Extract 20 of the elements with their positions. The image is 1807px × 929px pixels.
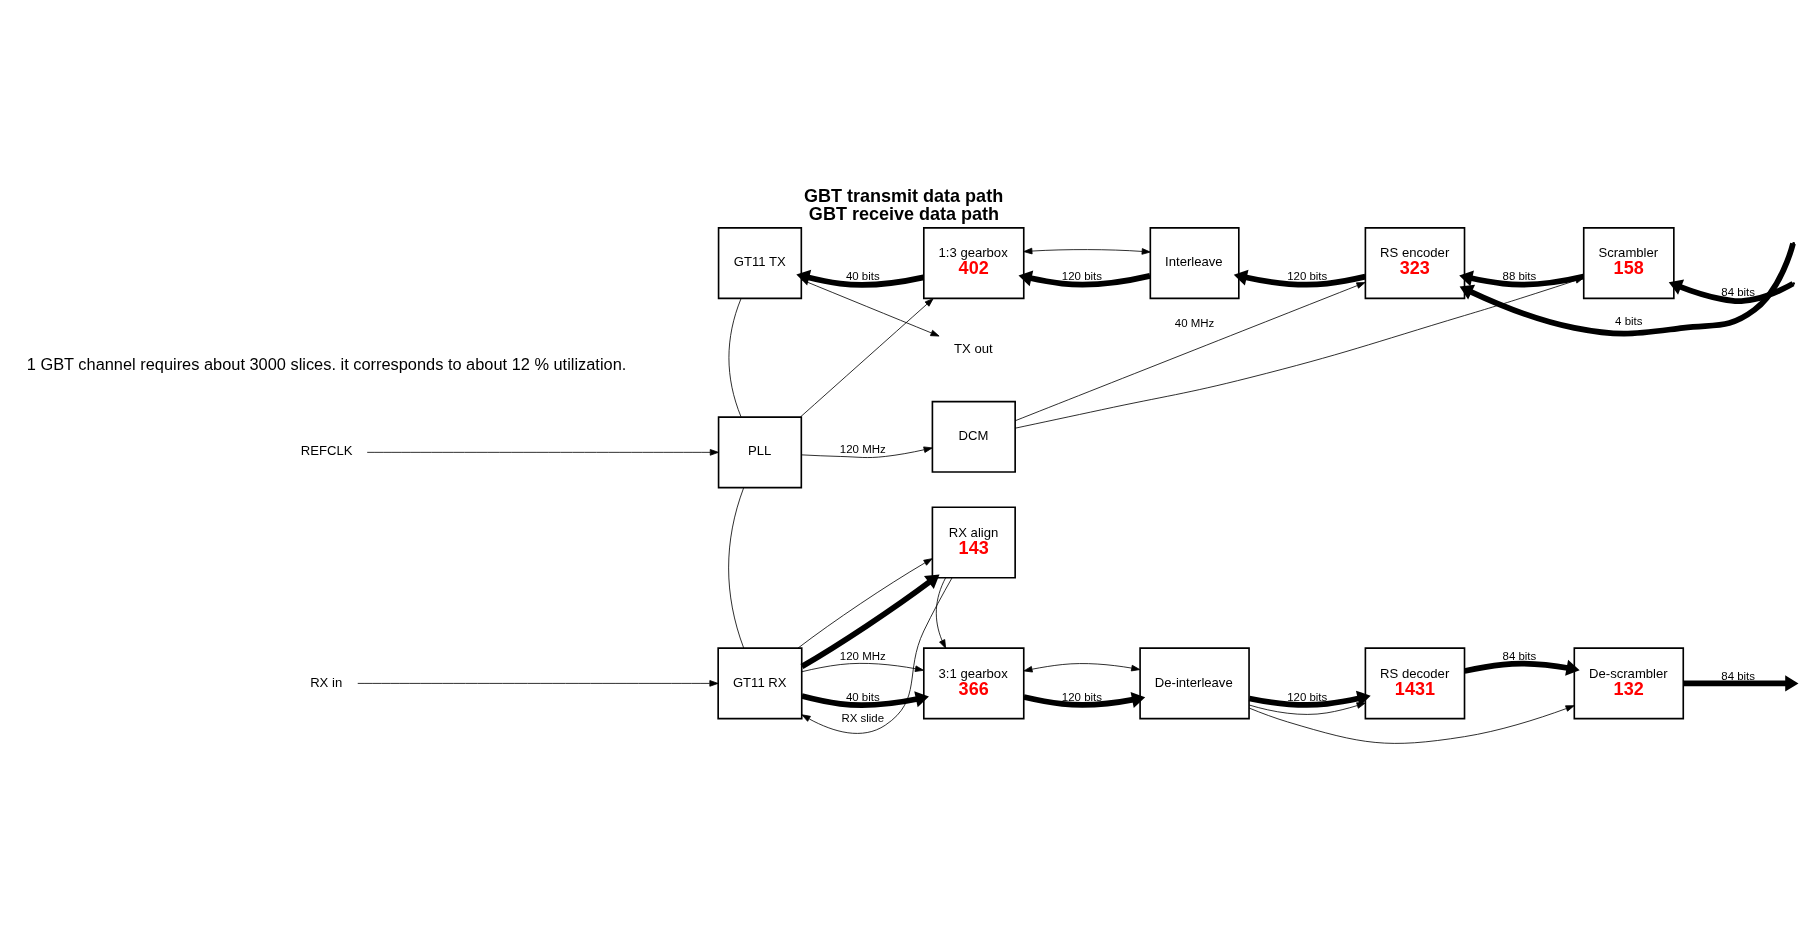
edge-label: 120 MHz: [839, 443, 886, 456]
edge-label: 88 bits: [1502, 270, 1537, 283]
edge-label: 120 bits: [1287, 270, 1328, 283]
edge-label: 120 MHz: [839, 649, 886, 662]
edge-label: 40 MHz: [1174, 317, 1215, 330]
edge-label: RX slide: [841, 712, 885, 725]
edge-label: 84 bits: [1721, 670, 1756, 683]
edge-label: 120 bits: [1287, 690, 1328, 703]
node-text: RX in: [310, 674, 343, 690]
diagram-title: GBT transmit data path: [803, 186, 1004, 207]
label: 1 GBT channel requires about 3000 slices. it corresponds to about 12 % utilization.: [26, 354, 627, 373]
edge-label: 120 bits: [1061, 270, 1102, 283]
edge-label: 40 bits: [845, 270, 880, 283]
edge-label: 4 bits: [1615, 314, 1643, 327]
edge-label: 40 bits: [845, 690, 880, 703]
edge-label: 84 bits: [1502, 649, 1537, 662]
node-text: REFCLK: [300, 443, 353, 459]
edge-label: 120 bits: [1061, 690, 1102, 703]
edge-label: 84 bits: [1721, 286, 1756, 299]
node-text: TX out: [954, 341, 993, 357]
